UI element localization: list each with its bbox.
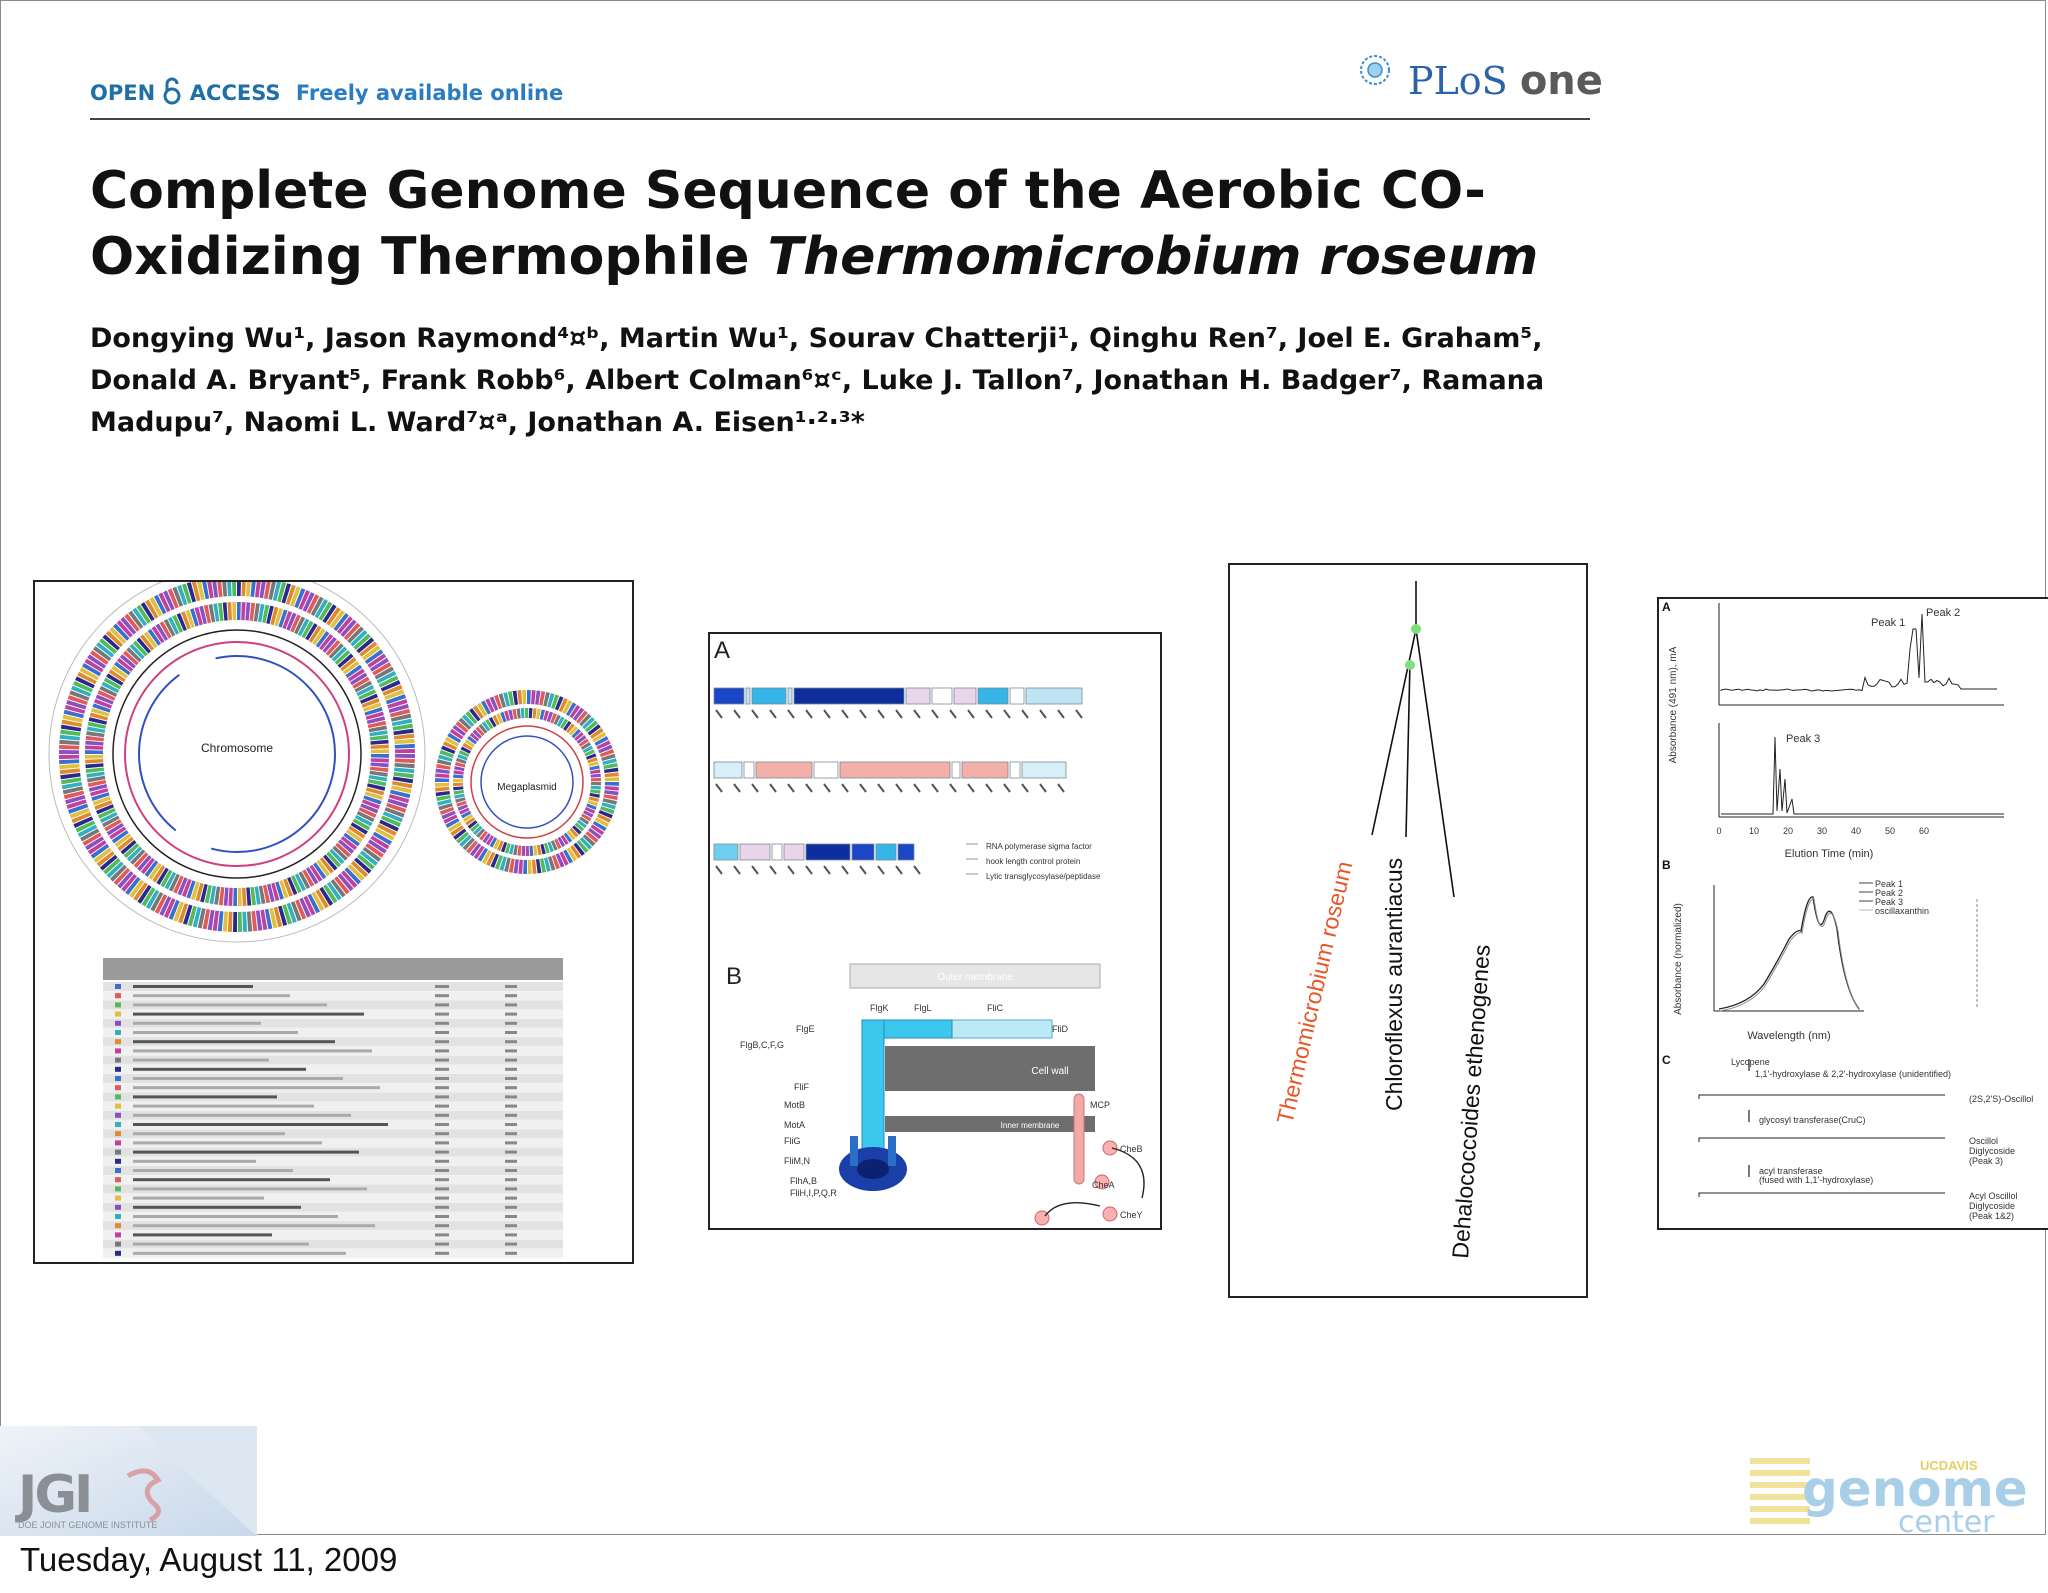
node-marker-icon bbox=[1411, 624, 1421, 634]
peak1-label: Peak 1 bbox=[1871, 617, 1905, 629]
prod1-label: (2S,2'S)-Oscillol bbox=[1969, 1094, 2033, 1104]
figure-carotenoid: A Absorbance (491 nm), mA 0102030405060 … bbox=[1657, 597, 2048, 1230]
step1-label: 1,1'-hydroxylase & 2,2'-hydroxylase (uni… bbox=[1755, 1069, 1951, 1079]
figure-phylogenetic-tree: Thermomicrobium roseum Chloroflexus aura… bbox=[1228, 563, 1588, 1298]
header-rule bbox=[90, 118, 1590, 120]
flid-label: FliD bbox=[1052, 1024, 1068, 1034]
flgl-label: FlgL bbox=[914, 1003, 932, 1013]
flif-label: FliF bbox=[794, 1082, 809, 1092]
taxon-thermomicrobium: Thermomicrobium roseum bbox=[1272, 859, 1358, 1126]
svg-text:center: center bbox=[1898, 1505, 1995, 1536]
chromosome-label: Chromosome bbox=[201, 741, 273, 755]
svg-text:JGI: JGI bbox=[15, 1465, 90, 1525]
prod2c-label: (Peak 3) bbox=[1969, 1156, 2003, 1166]
svg-text:20: 20 bbox=[1783, 826, 1793, 836]
absorbance-spectrum-icon bbox=[1714, 883, 1977, 1011]
panel-c-label: C bbox=[1662, 1053, 1671, 1067]
prod2a-label: Oscillol bbox=[1969, 1136, 1998, 1146]
megaplasmid-label: Megaplasmid bbox=[497, 782, 556, 793]
peak2-label: Peak 2 bbox=[1926, 607, 1960, 619]
step3b-label: (fused with 1,1'-hydroxylase) bbox=[1759, 1175, 1873, 1185]
svg-text:60: 60 bbox=[1919, 826, 1929, 836]
svg-text:10: 10 bbox=[1749, 826, 1759, 836]
flic-label: FliC bbox=[987, 1003, 1003, 1013]
flagella-graphic: A RNA polymerase sigma factor hook lengt… bbox=[710, 634, 1160, 1228]
chromosome-ring-icon bbox=[49, 582, 425, 942]
role-category-table-icon bbox=[103, 958, 563, 1258]
taxon-chloroflexus: Chloroflexus aurantiacus bbox=[1381, 858, 1407, 1111]
figure-genome-map: Chromosome Megaplasmid bbox=[33, 580, 634, 1264]
cheb-label: CheB bbox=[1120, 1144, 1143, 1154]
prod3a-label: Acyl Oscillol bbox=[1969, 1191, 2018, 1201]
svg-text:40: 40 bbox=[1851, 826, 1861, 836]
chea-label: CheA bbox=[1092, 1180, 1115, 1190]
flimn-label: FliM,N bbox=[784, 1156, 810, 1166]
panel-b-label: B bbox=[1662, 858, 1671, 872]
legend-oscillaxanthin: oscillaxanthin bbox=[1875, 906, 1929, 916]
genome-center-logo-icon: UCDAVIS genome center bbox=[1750, 1448, 2046, 1536]
open-lock-icon bbox=[162, 77, 182, 105]
motb-label: MotB bbox=[784, 1100, 805, 1110]
svg-text:30: 30 bbox=[1817, 826, 1827, 836]
svg-text:0: 0 bbox=[1716, 826, 1721, 836]
mcp-label: MCP bbox=[1090, 1100, 1110, 1110]
peak3-label: Peak 3 bbox=[1786, 733, 1820, 745]
flihipqr-label: FliH,I,P,Q,R bbox=[790, 1188, 837, 1198]
taxon-dehalococcoides: Dehalococcoides ethenogenes bbox=[1447, 944, 1495, 1260]
node-marker-icon bbox=[1405, 660, 1415, 670]
flgbcfg-label: FlgB,C,F,G bbox=[740, 1040, 784, 1050]
chey-label: CheY bbox=[1120, 1210, 1143, 1220]
prod2b-label: Diglycoside bbox=[1969, 1146, 2015, 1156]
legend-sigma: RNA polymerase sigma factor bbox=[986, 842, 1092, 851]
paper-authors: Dongying Wu¹, Jason Raymond⁴¤ᵇ, Martin W… bbox=[90, 318, 1590, 444]
flhab-label: FlhA,B bbox=[790, 1176, 817, 1186]
legend-hook: hook length control protein bbox=[986, 857, 1080, 866]
open-access-badge: OPEN ACCESS Freely available online bbox=[90, 77, 563, 105]
ylabel-a: Absorbance (491 nm), mA bbox=[1668, 646, 1679, 763]
plos-one-wordmark: PLoS one bbox=[1408, 58, 1603, 104]
inner-membrane-label: Inner membrane bbox=[1001, 1121, 1060, 1130]
paper-title: Complete Genome Sequence of the Aerobic … bbox=[90, 158, 1590, 290]
mota-label: MotA bbox=[784, 1120, 805, 1130]
ylabel-b: Absorbance (normalized) bbox=[1673, 903, 1684, 1015]
cell-wall-label: Cell wall bbox=[1031, 1066, 1068, 1077]
tree-graphic: Thermomicrobium roseum Chloroflexus aura… bbox=[1230, 565, 1586, 1296]
xlabel-a: Elution Time (min) bbox=[1785, 848, 1874, 860]
lycopene-label: Lycopene bbox=[1731, 1057, 1770, 1067]
carotenoid-graphic: A Absorbance (491 nm), mA 0102030405060 … bbox=[1659, 599, 2048, 1228]
prod3c-label: (Peak 1&2) bbox=[1969, 1211, 2014, 1221]
slide-date: Tuesday, August 11, 2009 bbox=[20, 1541, 397, 1579]
outer-membrane-label: Outer membrane bbox=[937, 972, 1013, 983]
step2-label: glycosyl transferase(CruC) bbox=[1759, 1115, 1866, 1125]
flgk-label: FlgK bbox=[870, 1003, 889, 1013]
genome-map-graphic: Chromosome Megaplasmid bbox=[35, 582, 632, 1262]
svg-text:DOE JOINT GENOME INSTITUTE: DOE JOINT GENOME INSTITUTE bbox=[18, 1520, 157, 1530]
flig-label: FliG bbox=[784, 1136, 801, 1146]
panel-a-label: A bbox=[1662, 600, 1671, 614]
jgi-logo-icon: JGI DOE JOINT GENOME INSTITUTE bbox=[0, 1426, 257, 1536]
panel-b-label: B bbox=[726, 963, 742, 990]
prod3b-label: Diglycoside bbox=[1969, 1201, 2015, 1211]
legend-lytic: Lytic transglycosylase/peptidase bbox=[986, 872, 1101, 881]
flge-label: FlgE bbox=[796, 1024, 815, 1034]
xlabel-b: Wavelength (nm) bbox=[1747, 1030, 1830, 1042]
chromatogram-icon: 0 10 20 30 40 50 60 bbox=[1716, 603, 2004, 836]
panel-a-label: A bbox=[714, 637, 730, 664]
figure-flagellar-genes: A RNA polymerase sigma factor hook lengt… bbox=[708, 632, 1162, 1230]
svg-text:50: 50 bbox=[1885, 826, 1895, 836]
